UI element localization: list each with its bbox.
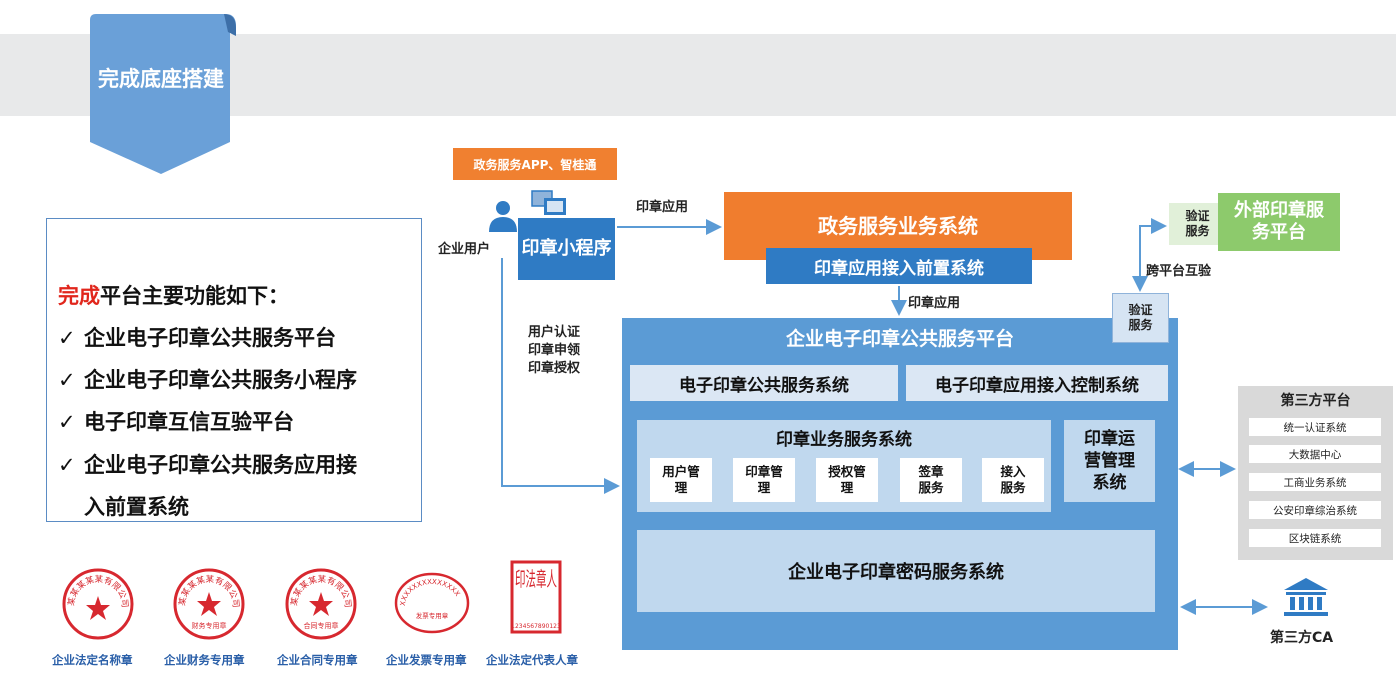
seal-label: 企业法定名称章 [52, 653, 133, 667]
mini-program-box: 印章小程序 [518, 218, 615, 280]
finance-seal-icon: 某某某某某有限公司 财务专用章 [173, 568, 245, 640]
seal-label: 企业财务专用章 [164, 653, 245, 667]
feature-item-continuation: 入前置系统 [84, 495, 189, 519]
biz-item-label: 授权管理 [828, 464, 866, 495]
auth-flow-labels: 用户认证 印章申领 印章授权 [528, 324, 580, 378]
biz-item-access: 接入服务 [982, 458, 1044, 502]
feature-item: ✓ 企业电子印章公共服务应用接 [58, 449, 357, 479]
external-platform-label: 外部印章服务平台 [1234, 200, 1324, 243]
devices-icon [531, 190, 566, 215]
feature-heading-emphasis: 完成 [58, 284, 100, 308]
biz-item-signing: 签章服务 [900, 458, 962, 502]
biz-item-label: 接入服务 [1000, 464, 1026, 495]
feature-item-label: 企业电子印章公共服务应用接 [84, 453, 357, 477]
title-ribbon [90, 14, 236, 174]
feature-item: ✓ 电子印章互信互验平台 [58, 406, 294, 436]
feature-item: ✓ 企业电子印章公共服务小程序 [58, 364, 357, 394]
auth-label: 印章申领 [528, 343, 581, 358]
invoice-seal-icon: XXXXXXXXXXXXXX 发票专用章 [394, 572, 470, 634]
seal-app-flow-label: 印章应用 [908, 296, 961, 311]
enterprise-user-label: 企业用户 [438, 242, 491, 257]
public-service-system: 电子印章公共服务系统 [630, 365, 898, 401]
auth-label: 印章授权 [528, 361, 581, 376]
feature-heading-text: 平台主要功能如下： [100, 284, 289, 308]
external-verify-label: 验证服务 [1185, 209, 1210, 238]
third-party-item: 大数据中心 [1249, 445, 1381, 463]
seal-text: 印法章人 [515, 567, 557, 591]
header-band [0, 34, 1396, 116]
feature-panel [46, 218, 422, 522]
biz-item-seal-management: 印章管理 [733, 458, 795, 502]
contract-seal-icon: 某某某某某有限公司 合同专用章 [285, 568, 357, 640]
operations-system-label: 印章运营管理系统 [1084, 429, 1135, 493]
cross-verify-label: 跨平台互验 [1146, 264, 1212, 279]
verify-service-box: 验证服务 [1112, 293, 1169, 343]
third-party-item: 统一认证系统 [1249, 418, 1381, 436]
check-icon: ✓ [58, 368, 76, 392]
feature-item-label: 企业电子印章公共服务小程序 [84, 368, 357, 392]
third-party-item: 工商业务系统 [1249, 473, 1381, 491]
biz-item-label: 签章服务 [918, 464, 944, 495]
app-channel-tag: 政务服务APP、智桂通 [453, 148, 617, 180]
bank-icon [1284, 578, 1328, 616]
seal-label: 企业合同专用章 [277, 653, 358, 667]
check-icon: ✓ [58, 410, 76, 434]
gateway-system: 印章应用接入前置系统 [766, 248, 1032, 284]
biz-item-label: 印章管理 [745, 464, 783, 495]
page-title: 完成底座搭建 [98, 67, 224, 91]
seal-subtext: 发票专用章 [416, 611, 449, 620]
seal-subtext: 财务专用章 [192, 621, 227, 630]
seal-subtext: 合同专用章 [304, 621, 339, 630]
auth-label: 用户认证 [528, 325, 581, 340]
feature-item-label: 电子印章互信互验平台 [84, 410, 294, 434]
third-party-ca-label: 第三方CA [1270, 630, 1334, 646]
biz-item-user-management: 用户管理 [650, 458, 712, 502]
feature-item: ✓ 企业电子印章公共服务平台 [58, 322, 336, 352]
representative-seal-icon: 印法章人 1234567890123 [510, 560, 562, 634]
check-icon: ✓ [58, 453, 76, 477]
biz-item-authorization: 授权管理 [816, 458, 878, 502]
seal-app-flow-label: 印章应用 [636, 200, 689, 215]
main-platform-title: 企业电子印章公共服务平台 [785, 327, 1014, 350]
access-control-system: 电子印章应用接入控制系统 [906, 365, 1168, 401]
third-party-item: 区块链系统 [1249, 529, 1381, 547]
verify-service-label: 验证服务 [1128, 303, 1153, 332]
biz-item-label: 用户管理 [662, 464, 700, 495]
seal-subtext: 1234567890123 [511, 623, 561, 630]
seal-label: 企业发票专用章 [386, 653, 467, 667]
user-icon [489, 201, 517, 232]
third-party-item: 公安印章综治系统 [1249, 501, 1381, 519]
business-system-title: 印章业务服务系统 [776, 429, 912, 450]
check-icon: ✓ [58, 326, 76, 350]
external-platform: 外部印章服务平台 [1218, 193, 1340, 251]
operations-system: 印章运营管理系统 [1064, 420, 1155, 502]
third-party-title: 第三方平台 [1280, 393, 1351, 409]
external-verify-box: 验证服务 [1169, 203, 1226, 245]
seal-label: 企业法定代表人章 [486, 653, 578, 667]
feature-item-label: 企业电子印章公共服务平台 [84, 326, 336, 350]
crypto-service-system: 企业电子印章密码服务系统 [637, 530, 1155, 612]
feature-heading: 完成平台主要功能如下： [58, 280, 289, 310]
legal-name-seal-icon: 某某某某某有限公司 [62, 568, 134, 640]
